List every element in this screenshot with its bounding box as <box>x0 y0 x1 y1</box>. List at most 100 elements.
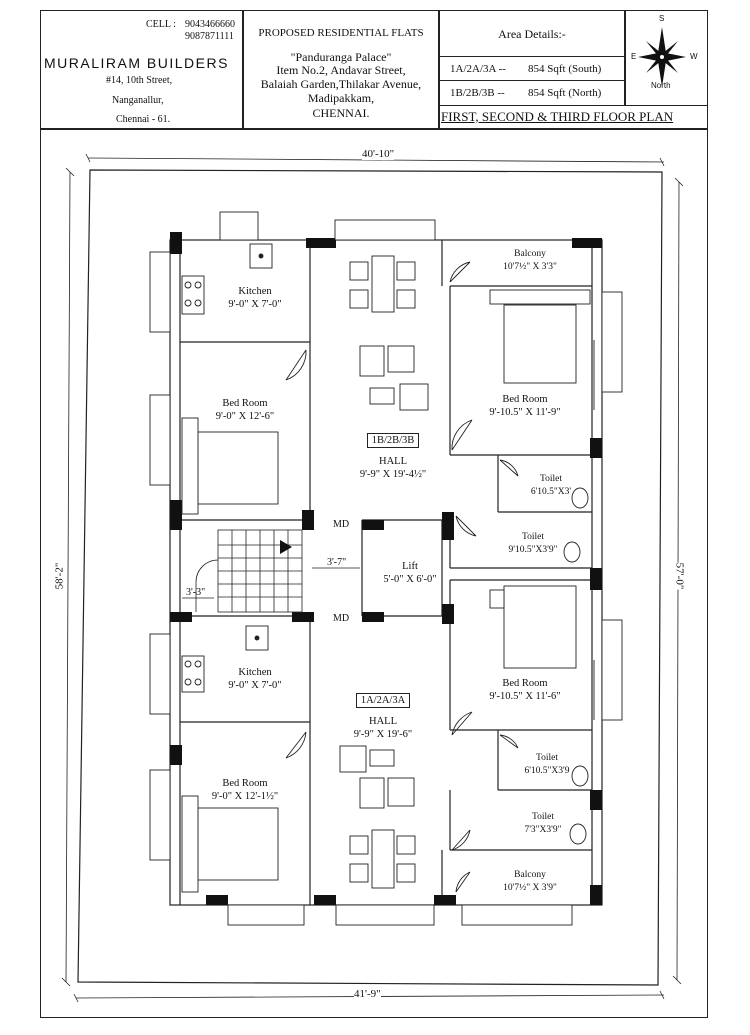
bed-bottom-left-label: Bed Room 9'-0" X 12'-1½" <box>193 777 297 803</box>
bed-bottom-right-name: Bed Room <box>502 678 548 689</box>
phone-1: 9043466660 <box>185 19 235 30</box>
bed-top-left-label: Bed Room 9'-0" X 12'-6" <box>195 397 295 423</box>
windows <box>149 211 623 926</box>
dim-right: 57'-0" <box>673 562 686 590</box>
lift-name: Lift <box>402 561 418 572</box>
drawing-frame <box>40 10 708 1018</box>
bed-bottom-right-label: Bed Room 9'-10.5" X 11'-6" <box>472 677 578 703</box>
staircase <box>182 529 360 613</box>
area-heading: Area Details:- <box>498 27 566 41</box>
bed-bottom-left-name: Bed Room <box>222 778 268 789</box>
plan-title-rule <box>438 105 708 106</box>
kitchen-top-name: Kitchen <box>238 286 272 297</box>
plan-title-part2: THIRD FLOOR PLAN <box>550 109 674 124</box>
bed-bottom-left-size: 9'-0" X 12'-1½" <box>211 791 279 802</box>
bed-top-left-size: 9'-0" X 12'-6" <box>215 411 275 422</box>
compass-s: S <box>659 14 665 23</box>
stair-arrow-icon <box>280 540 292 554</box>
balcony-south-label: Balcony 10'7½" X 3'9" <box>482 869 578 895</box>
bed-top-right-label: Bed Room 9'-10.5" X 11'-9" <box>472 393 578 419</box>
door-swings <box>285 261 519 893</box>
bed-bottom-right-size: 9'-10.5" X 11'-6" <box>489 691 561 702</box>
compass-e: E <box>631 52 637 61</box>
plan-title: FIRST, SECOND & THIRD FLOOR PLAN <box>441 109 673 125</box>
builder-name: MURALIRAM BUILDERS <box>44 55 229 71</box>
balcony-north-label: Balcony 10'7½" X 3'3" <box>482 248 578 274</box>
project-city: CHENNAI. <box>312 106 370 120</box>
dim-top: 40'-10" <box>362 148 395 160</box>
phone-2: 9087871111 <box>185 31 234 42</box>
balcony-north-size: 10'7½" X 3'3" <box>503 262 557 272</box>
toilet3-name: Toilet <box>535 753 559 763</box>
hall-north-label: 1B/2B/3B HALL 9'-9" X 19'-4½" <box>338 433 448 481</box>
hall-north-name: HALL <box>379 456 407 467</box>
header-divider-2 <box>438 10 440 128</box>
kitchen-top-label: Kitchen 9'-0" X 7'-0" <box>210 285 300 311</box>
toilet4-label: Toilet 7'3"X3'9" <box>508 811 578 837</box>
cell-label: CELL : <box>146 19 176 30</box>
balcony-north-name: Balcony <box>514 249 546 259</box>
project-address-3: Madipakkam, <box>307 91 375 105</box>
toilet1-size: 6'10.5"X3' <box>530 487 572 497</box>
hall-south-size: 9'-9" X 19'-6" <box>353 729 413 740</box>
area-row2-value: 854 Sqft (North) <box>528 87 602 99</box>
bed-top-right-size: 9'-10.5" X 11'-9" <box>489 407 561 418</box>
plan-title-part1: FIRST, SECOND & <box>441 109 551 124</box>
toilet4-size: 7'3"X3'9" <box>524 825 562 835</box>
md-top-label: MD <box>333 519 350 530</box>
balcony-south-size: 10'7½" X 3'9" <box>503 883 557 893</box>
toilet4-name: Toilet <box>531 812 555 822</box>
header-divider-1 <box>242 10 244 128</box>
header-divider-3 <box>624 10 626 105</box>
balcony-south-name: Balcony <box>514 870 546 880</box>
kitchen-bottom-name: Kitchen <box>238 667 272 678</box>
kitchen-fixtures <box>181 243 273 693</box>
toilet3-size: 6'10.5"X3'9 <box>524 766 570 776</box>
project-title: PROPOSED RESIDENTIAL FLATS <box>258 27 424 39</box>
hall-south-name: HALL <box>369 716 397 727</box>
dim-lobby: 3'-7" <box>327 557 347 568</box>
project-name: "Panduranga Palace" <box>290 50 392 64</box>
lift-label: Lift 5'-0" X 6'-0" <box>370 560 450 586</box>
dim-bottom: 41'-9" <box>354 988 381 1000</box>
beds <box>181 289 591 893</box>
toilet1-label: Toilet 6'10.5"X3' <box>516 473 586 499</box>
site-boundary <box>77 169 663 986</box>
living-furniture <box>339 345 429 809</box>
kitchen-bottom-label: Kitchen 9'-0" X 7'-0" <box>210 666 300 692</box>
md-bottom-label: MD <box>333 613 350 624</box>
toilet2-name: Toilet <box>521 532 545 542</box>
builder-address-2: Nanganallur, <box>112 95 164 106</box>
hall-north-size: 9'-9" X 19'-4½" <box>359 469 427 480</box>
compass-icon <box>638 27 686 87</box>
hall-north-tag: 1B/2B/3B <box>366 433 420 448</box>
kitchen-bottom-size: 9'-0" X 7'-0" <box>228 680 282 691</box>
dining-tables <box>349 255 416 889</box>
toilet-fixtures <box>563 487 589 845</box>
area-row1-value: 854 Sqft (South) <box>528 63 602 75</box>
builder-address-1: #14, 10th Street, <box>106 75 173 86</box>
lift-size: 5'-0" X 6'-0" <box>383 574 437 585</box>
toilet1-name: Toilet <box>539 474 563 484</box>
kitchen-top-size: 9'-0" X 7'-0" <box>228 299 282 310</box>
dim-left: 58'-2" <box>53 562 66 590</box>
bed-top-right-name: Bed Room <box>502 394 548 405</box>
hall-south-label: 1A/2A/3A HALL 9'-9" X 19'-6" <box>328 693 438 741</box>
bed-top-left-name: Bed Room <box>222 398 268 409</box>
columns <box>170 232 602 905</box>
compass-north: North <box>651 81 671 90</box>
header-bottom-rule <box>40 128 708 130</box>
area-row1-units: 1A/2A/3A -- <box>450 63 506 75</box>
area-row2-units: 1B/2B/3B -- <box>450 87 505 99</box>
builder-address-3: Chennai - 61. <box>116 114 171 125</box>
dim-stair-width: 3'-3" <box>186 587 206 598</box>
toilet2-label: Toilet 9'10.5"X3'9" <box>496 531 570 557</box>
toilet2-size: 9'10.5"X3'9" <box>508 545 558 555</box>
compass-w: W <box>690 52 698 61</box>
hall-south-tag: 1A/2A/3A <box>355 693 411 708</box>
toilet3-label: Toilet 6'10.5"X3'9 <box>512 752 582 778</box>
project-address-1: Item No.2, Andavar Street, <box>276 63 406 77</box>
area-row-rule-1 <box>438 56 625 57</box>
project-address-2: Balaiah Garden,Thilakar Avenue, <box>260 77 422 91</box>
